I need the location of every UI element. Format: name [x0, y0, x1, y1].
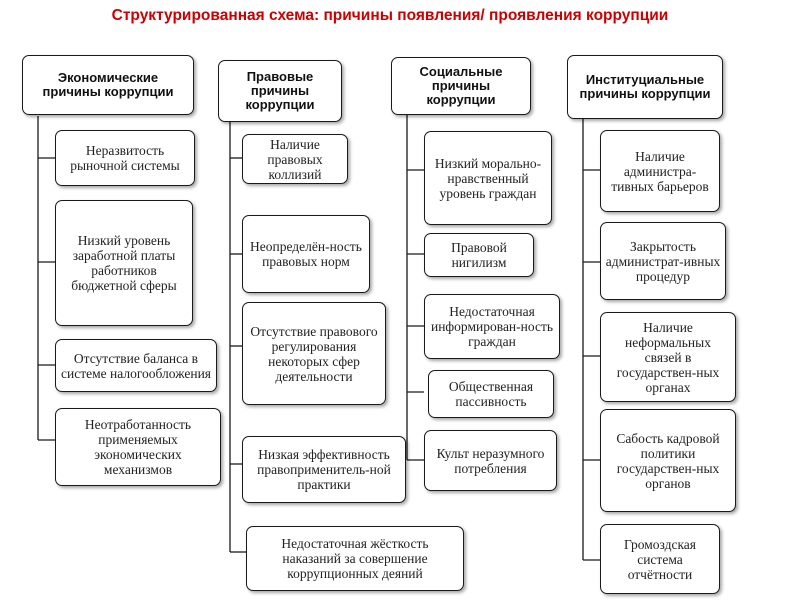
item-social-2: Правовой нигилизм: [424, 233, 534, 277]
header-social: Социальные причины коррупции: [391, 57, 531, 115]
item-legal-3: Отсутствие правового регулирования некот…: [242, 302, 386, 405]
item-economic-4: Неотработанность применяемых экономическ…: [55, 408, 221, 486]
item-social-3: Недостаточная информирован-ность граждан: [424, 294, 560, 359]
item-social-1: Низкий морально-нравственный уровень гра…: [424, 131, 552, 225]
item-legal-2: Неопределён-ность правовых норм: [242, 215, 370, 293]
item-legal-5: Недостаточная жёсткость наказаний за сов…: [246, 526, 464, 591]
item-institutional-3: Наличие неформальных связей в государств…: [600, 312, 736, 402]
item-institutional-2: Закрытость администрат-ивных процедур: [600, 222, 726, 300]
item-institutional-5: Громоздская система отчётности: [600, 524, 720, 594]
item-social-4: Общественная пассивность: [428, 370, 554, 418]
header-legal: Правовые причины коррупции: [218, 60, 342, 122]
header-institutional: Институциальные причины коррупции: [567, 55, 723, 119]
item-economic-1: Неразвитость рыночной системы: [55, 130, 195, 186]
item-economic-3: Отсутствие баланса в системе налогооблож…: [55, 339, 217, 392]
item-institutional-1: Наличие администра-тивных барьеров: [600, 130, 720, 212]
diagram-title: Структурированная схема: причины появлен…: [111, 7, 669, 24]
item-institutional-4: Сабость кадровой политики государствен-н…: [600, 409, 736, 512]
header-economic: Экономические причины коррупции: [22, 55, 194, 115]
item-economic-2: Низкий уровень заработной платы работник…: [55, 200, 193, 326]
item-social-5: Культ неразумного потребления: [424, 430, 557, 491]
item-legal-4: Низкая эффективность правоприменитель-но…: [242, 436, 406, 503]
item-legal-1: Наличие правовых коллизий: [242, 134, 348, 184]
